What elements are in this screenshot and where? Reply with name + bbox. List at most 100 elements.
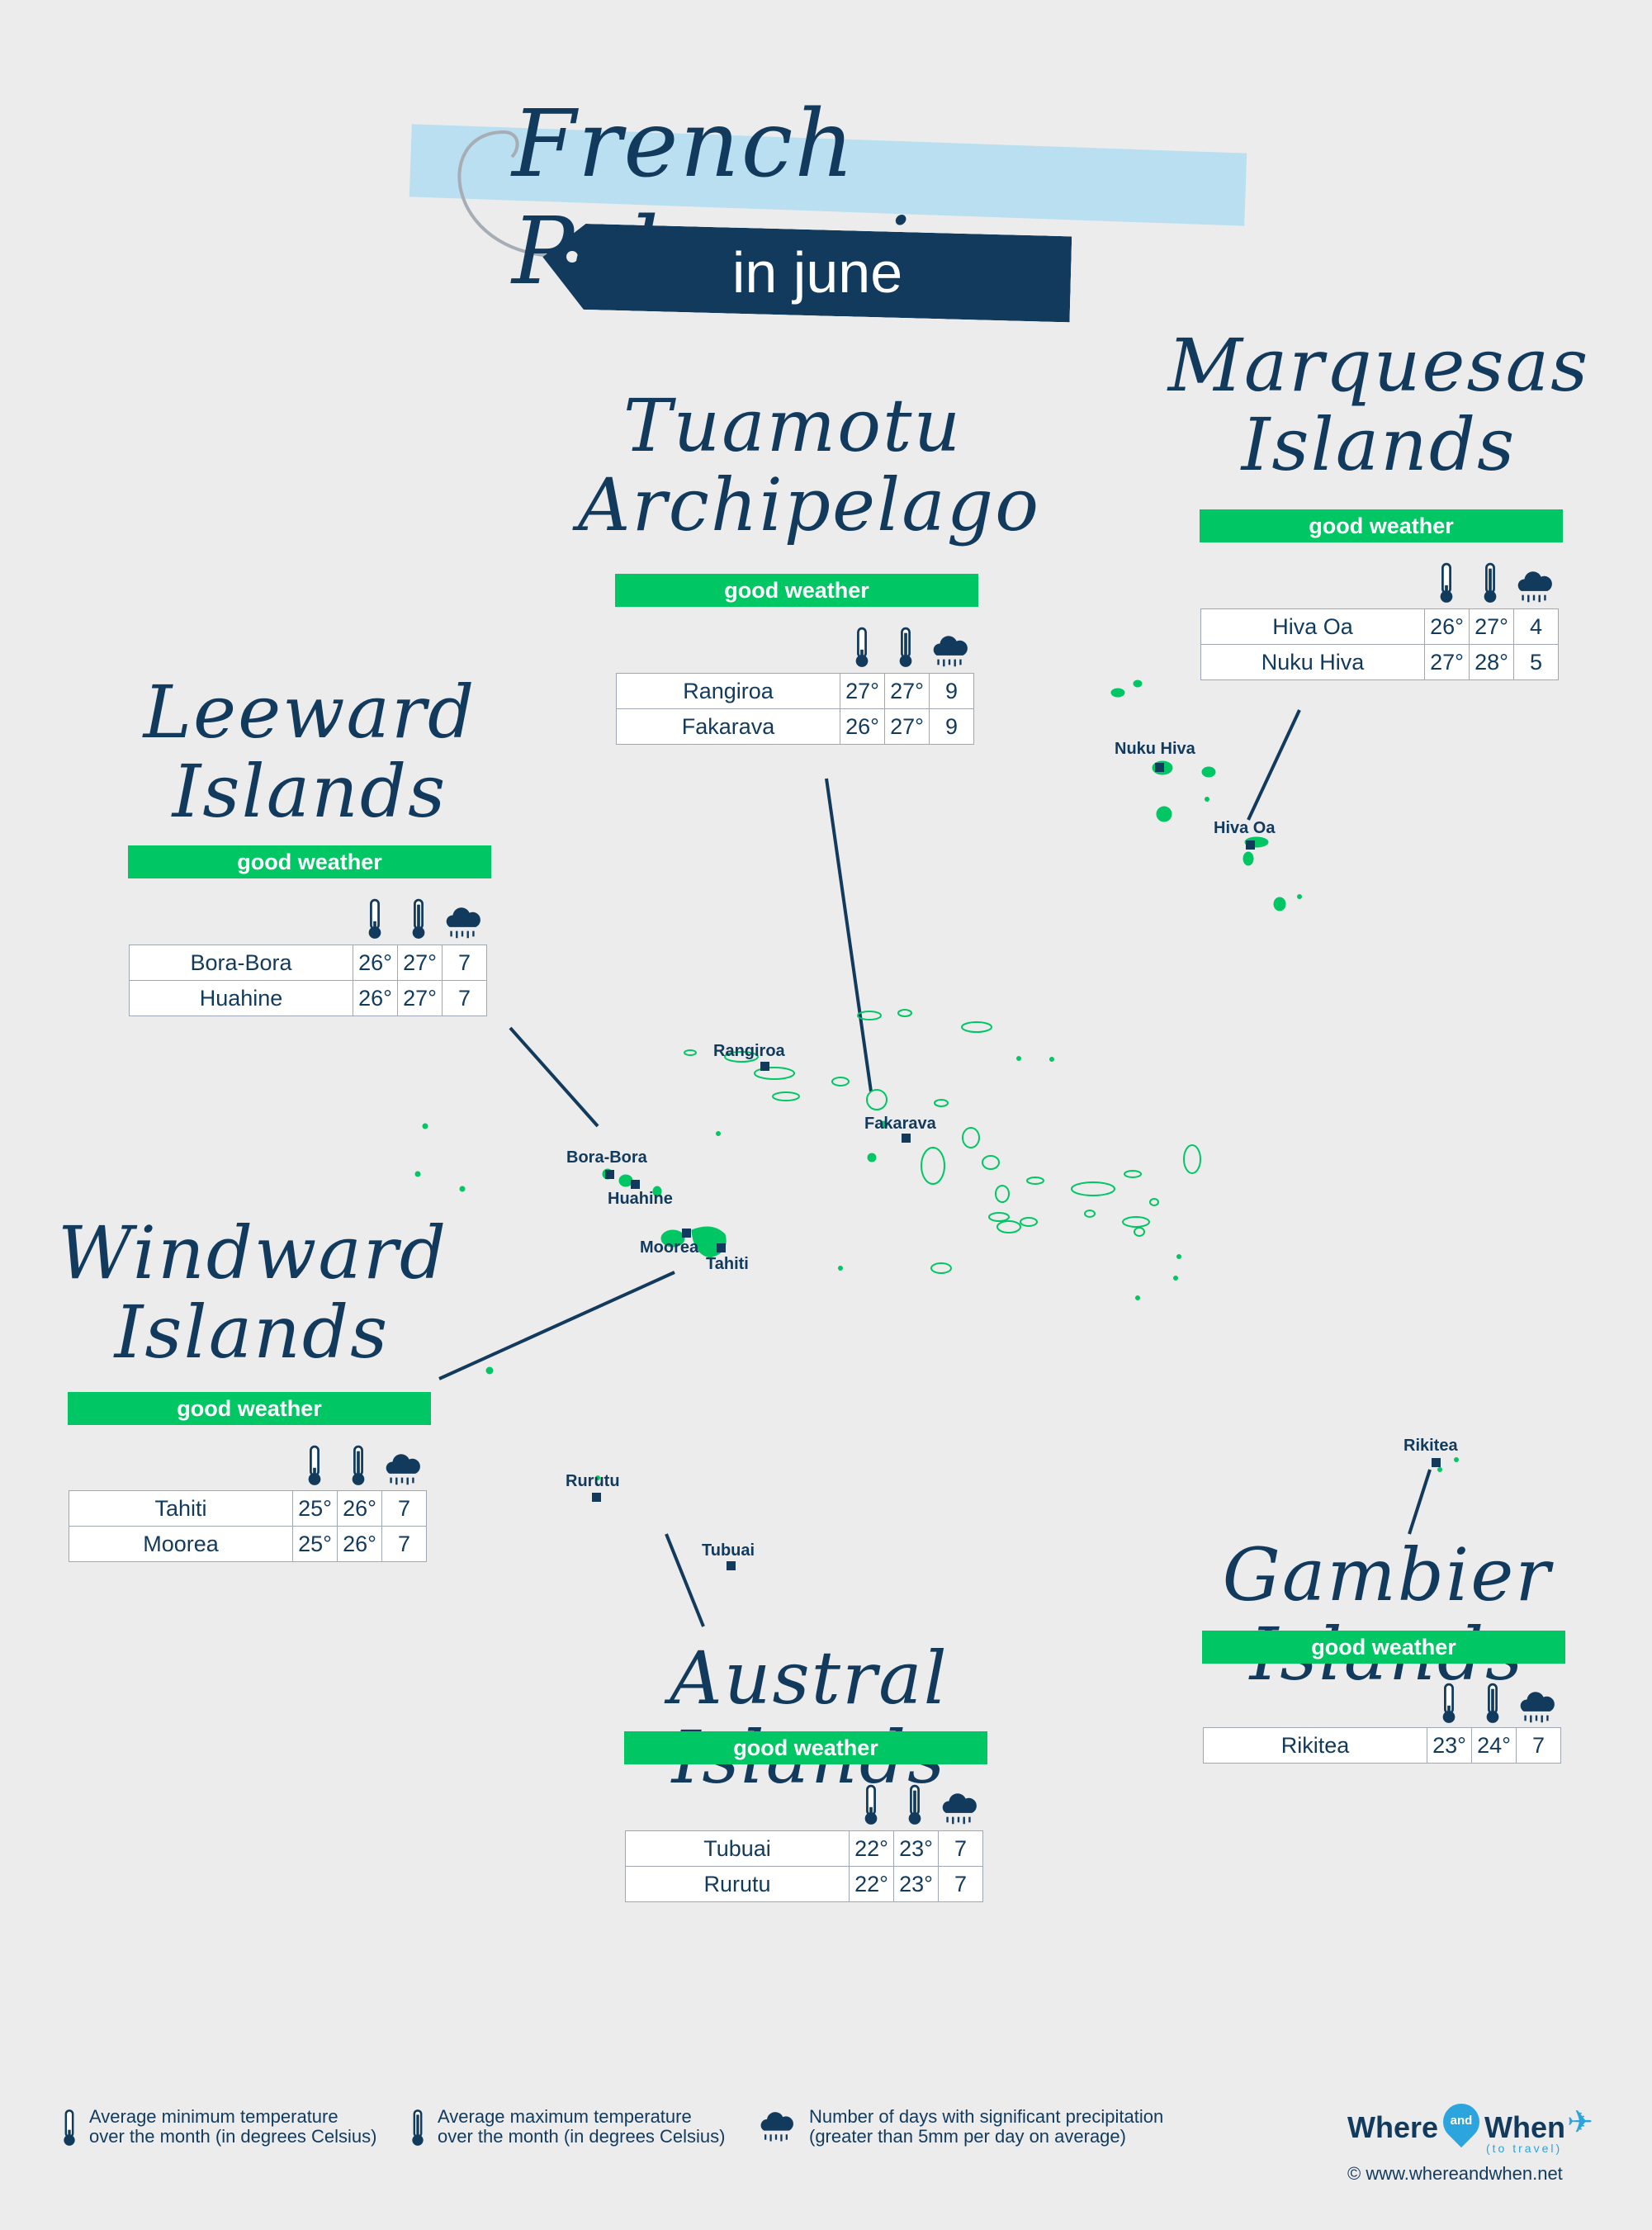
- region-title: Gambier Islands: [1222, 1532, 1552, 1694]
- connector-leeward: [509, 1026, 599, 1128]
- legend-min: Average minimum temperature over the mon…: [89, 2106, 377, 2147]
- brand-and: and: [1450, 2114, 1473, 2128]
- thermometer-min-icon: [1427, 1677, 1470, 1726]
- legend-rain: Number of days with significant precipit…: [809, 2106, 1164, 2147]
- location-name: Moorea: [69, 1526, 293, 1562]
- thermometer-max-icon: [892, 1778, 936, 1828]
- label-huahine: Huahine: [608, 1190, 673, 1208]
- column-icons: [353, 892, 484, 942]
- label-rangiroa: Rangiroa: [713, 1042, 785, 1060]
- region-title: Marquesas Islands: [1167, 323, 1590, 487]
- location-name: Bora-Bora: [129, 945, 353, 981]
- location-name: Rikitea: [1203, 1727, 1427, 1764]
- max-temp: 27°: [1469, 608, 1514, 645]
- marker-fakarava: [902, 1134, 911, 1143]
- min-temp: 26°: [1424, 608, 1470, 645]
- airplane-icon: ✈: [1567, 2105, 1593, 2140]
- weather-badge: good weather: [1200, 509, 1563, 542]
- legend-max: Average maximum temperature over the mon…: [438, 2106, 726, 2147]
- max-temp: 23°: [893, 1866, 939, 1902]
- brand-where: Where: [1347, 2110, 1439, 2144]
- page-subtitle: in june: [731, 240, 903, 305]
- thermometer-min-icon: [840, 621, 883, 670]
- thermometer-min-icon: [849, 1778, 892, 1828]
- marker-hiva-oa: [1246, 840, 1255, 850]
- atoll-outlines: [684, 1009, 1201, 1274]
- label-hiva-oa: Hiva Oa: [1214, 819, 1276, 837]
- weather-badge: good weather: [1202, 1631, 1565, 1664]
- label-fakarava: Fakarava: [864, 1115, 936, 1133]
- column-icons: [849, 1778, 980, 1828]
- rain-cloud-icon: [1512, 556, 1555, 606]
- rain-days: 7: [381, 1490, 427, 1527]
- thermometer-min-icon: [353, 892, 396, 942]
- location-name: Rurutu: [625, 1866, 850, 1902]
- connector-windward: [438, 1271, 675, 1380]
- connector-gambier: [1408, 1469, 1432, 1535]
- location-name: Hiva Oa: [1200, 608, 1425, 645]
- marker-rikitea: [1432, 1458, 1441, 1467]
- weather-badge: good weather: [615, 574, 978, 607]
- connector-austral: [665, 1533, 705, 1627]
- max-temp: 28°: [1469, 644, 1514, 680]
- thermometer-max-icon: [336, 1439, 380, 1489]
- column-icons: [840, 621, 971, 670]
- max-temp: 27°: [397, 980, 443, 1016]
- connector-marquesas: [1247, 709, 1301, 821]
- marker-moorea: [682, 1229, 691, 1238]
- region-title: Tuamotu Archipelago: [578, 383, 1041, 547]
- max-temp: 26°: [337, 1526, 382, 1562]
- min-temp: 22°: [849, 1830, 894, 1867]
- min-temp: 27°: [840, 673, 885, 709]
- min-temp: 26°: [353, 980, 398, 1016]
- location-name: Tahiti: [69, 1490, 293, 1527]
- rain-days: 7: [938, 1866, 983, 1902]
- marker-rurutu: [592, 1493, 601, 1502]
- connector-tuamotu: [825, 778, 873, 1092]
- brand-url[interactable]: © www.whereandwhen.net: [1347, 2163, 1563, 2184]
- tag-string: [457, 130, 575, 258]
- thermometer-max-icon: [396, 892, 440, 942]
- weather-badge: good weather: [128, 845, 491, 878]
- column-icons: [1424, 556, 1555, 606]
- island-shapes: [414, 679, 1286, 1375]
- label-rurutu: Rurutu: [566, 1472, 620, 1490]
- min-temp: 23°: [1427, 1727, 1472, 1764]
- min-temp: 27°: [1424, 644, 1470, 680]
- thermometer-min-icon: [292, 1439, 336, 1489]
- label-bora-bora: Bora-Bora: [566, 1148, 647, 1167]
- rain-cloud-icon: [440, 892, 484, 942]
- rain-days: 7: [938, 1830, 983, 1867]
- label-tahiti: Tahiti: [706, 1255, 749, 1273]
- label-moorea: Moorea: [640, 1238, 699, 1257]
- rain-days: 9: [929, 708, 974, 745]
- min-temp: 25°: [292, 1490, 338, 1527]
- location-name: Nuku Hiva: [1200, 644, 1425, 680]
- marker-rangiroa: [760, 1062, 769, 1071]
- weather-badge: good weather: [624, 1731, 987, 1764]
- max-temp: 27°: [884, 708, 930, 745]
- rain-days: 7: [442, 945, 487, 981]
- location-name: Fakarava: [616, 708, 840, 745]
- column-icons: [292, 1439, 424, 1489]
- region-title: Windward Islands: [58, 1210, 448, 1375]
- label-nuku-hiva: Nuku Hiva: [1115, 740, 1195, 758]
- label-rikitea: Rikitea: [1403, 1437, 1458, 1455]
- rain-cloud-icon: [936, 1778, 980, 1828]
- brand-when: When: [1484, 2110, 1565, 2144]
- rain-cloud-icon: [927, 621, 971, 670]
- marker-tahiti: [717, 1243, 726, 1252]
- tag-hole: [566, 251, 578, 263]
